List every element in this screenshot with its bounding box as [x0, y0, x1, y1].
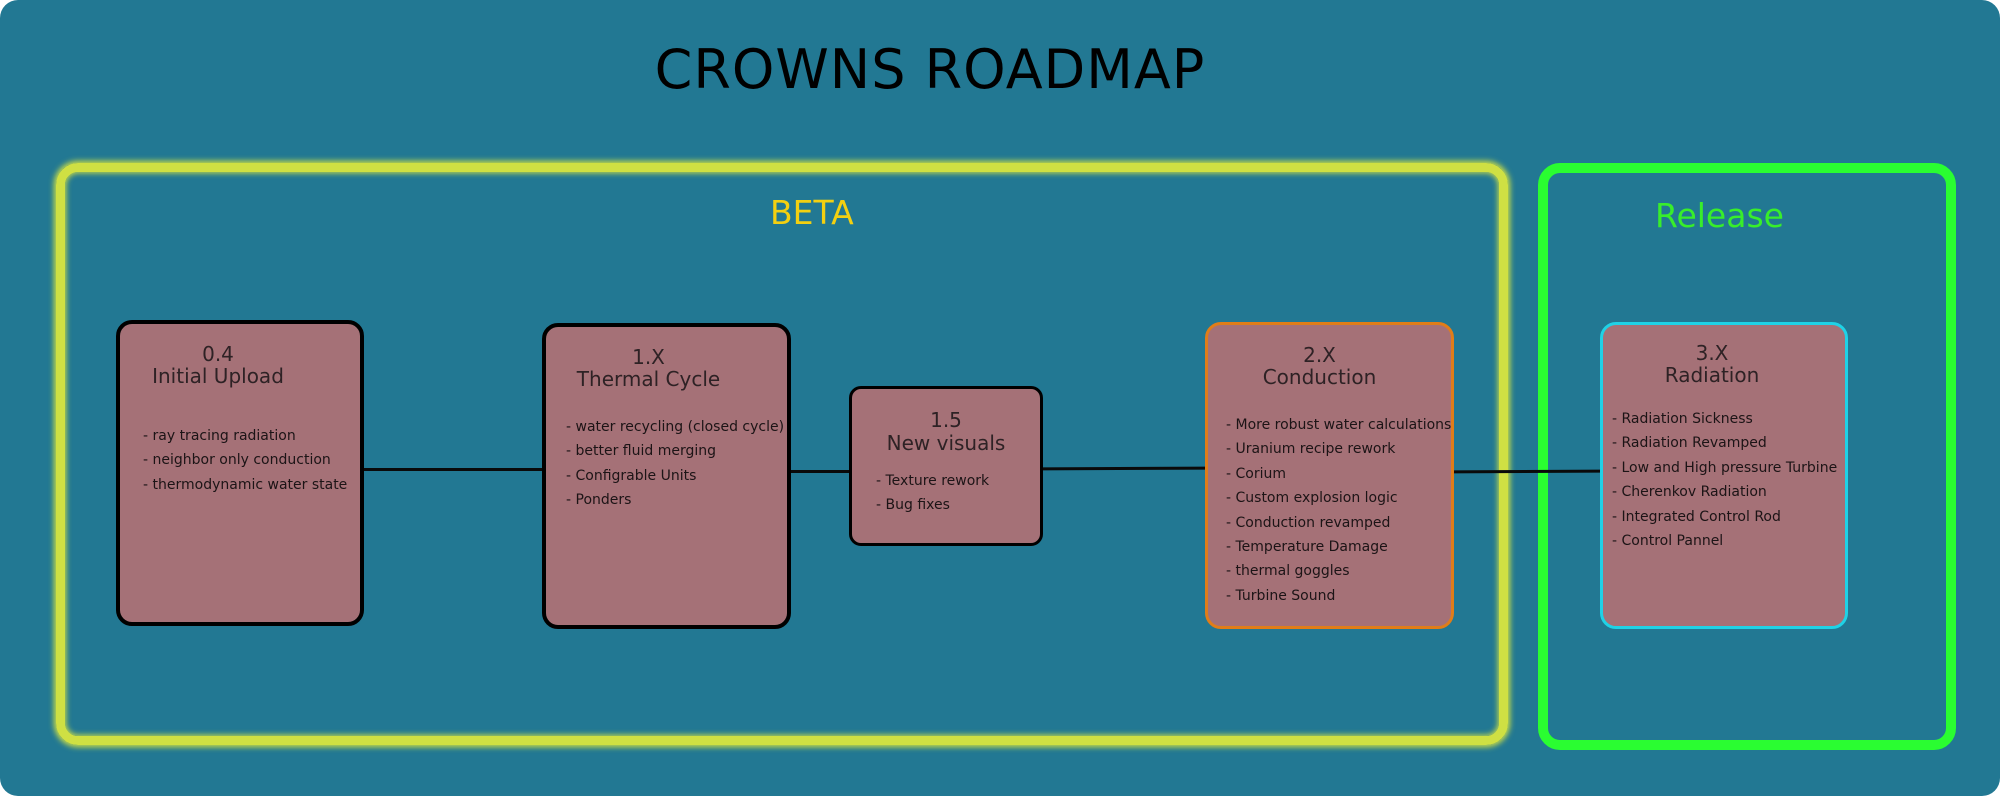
milestone-feature-list: - Radiation Sickness - Radiation Revampe…: [1612, 407, 1837, 553]
feature-item: - More robust water calculations: [1226, 417, 1452, 433]
release-group-label: Release: [1655, 196, 1784, 235]
milestone-node-0.4[interactable]: 0.4 Initial Upload - ray tracing radiati…: [116, 320, 364, 626]
milestone-name: Radiation: [1664, 363, 1760, 387]
milestone-version: 0.4: [202, 342, 234, 366]
milestone-feature-list: - More robust water calculations - Urani…: [1226, 413, 1451, 608]
feature-item: - Configrable Units: [566, 467, 697, 484]
feature-item: - Low and High pressure Turbine: [1612, 459, 1838, 476]
feature-item: - Cherenkov Radiation: [1612, 484, 1767, 501]
milestone-version: 3.X: [1695, 341, 1729, 365]
milestone-name: Thermal Cycle: [576, 367, 721, 391]
feature-item: - Control Pannel: [1612, 533, 1724, 550]
feature-item: - Radiation Sickness: [1612, 411, 1753, 427]
milestone-name: New visuals: [886, 431, 1006, 455]
feature-item: - Custom explosion logic: [1226, 490, 1398, 507]
feature-item: - Integrated Control Rod: [1612, 508, 1781, 525]
milestone-feature-list: - ray tracing radiation - neighbor only …: [143, 424, 347, 497]
edge-0.4-to-1.X: [362, 468, 544, 471]
feature-item: - Turbine Sound: [1226, 587, 1336, 604]
feature-item: - thermal goggles: [1226, 563, 1350, 580]
release-group-frame: [1538, 163, 1956, 750]
feature-item: - Radiation Revamped: [1612, 435, 1767, 452]
feature-item: - Temperature Damage: [1226, 539, 1388, 556]
feature-item: - Conduction revamped: [1226, 514, 1391, 531]
milestone-name: Conduction: [1262, 365, 1377, 389]
milestone-node-2.X[interactable]: 2.X Conduction - More robust water calcu…: [1205, 322, 1454, 629]
milestone-version: 2.X: [1303, 343, 1336, 367]
feature-item: - better fluid merging: [566, 443, 717, 460]
milestone-feature-list: - Texture rework - Bug fixes: [876, 469, 989, 518]
beta-group-frame: [56, 163, 1508, 745]
feature-item: - neighbor only conduction: [143, 452, 331, 469]
feature-item: - Bug fixes: [876, 497, 950, 514]
milestone-name: Initial Upload: [152, 364, 284, 388]
beta-group-label: BETA: [770, 193, 854, 232]
feature-item: - thermodynamic water state: [143, 476, 348, 493]
milestone-node-1.X[interactable]: 1.X Thermal Cycle - water recycling (clo…: [542, 323, 791, 629]
milestone-version: 1.5: [930, 408, 962, 432]
milestone-feature-list: - water recycling (closed cycle) - bette…: [566, 415, 784, 513]
feature-item: - ray tracing radiation: [143, 428, 296, 444]
feature-item: - Corium: [1226, 465, 1286, 482]
milestone-node-3.X[interactable]: 3.X Radiation - Radiation Sickness - Rad…: [1600, 322, 1848, 629]
feature-item: - Ponders: [566, 492, 632, 509]
feature-item: - Uranium recipe rework: [1226, 441, 1396, 458]
feature-item: - water recycling (closed cycle): [566, 419, 785, 435]
edge-1.X-to-1.5: [789, 470, 851, 473]
feature-item: - Texture rework: [876, 473, 990, 489]
milestone-node-1.5[interactable]: 1.5 New visuals - Texture rework - Bug f…: [849, 386, 1043, 546]
roadmap-title: CROWNS ROADMAP: [654, 38, 1206, 101]
milestone-version: 1.X: [632, 345, 665, 369]
